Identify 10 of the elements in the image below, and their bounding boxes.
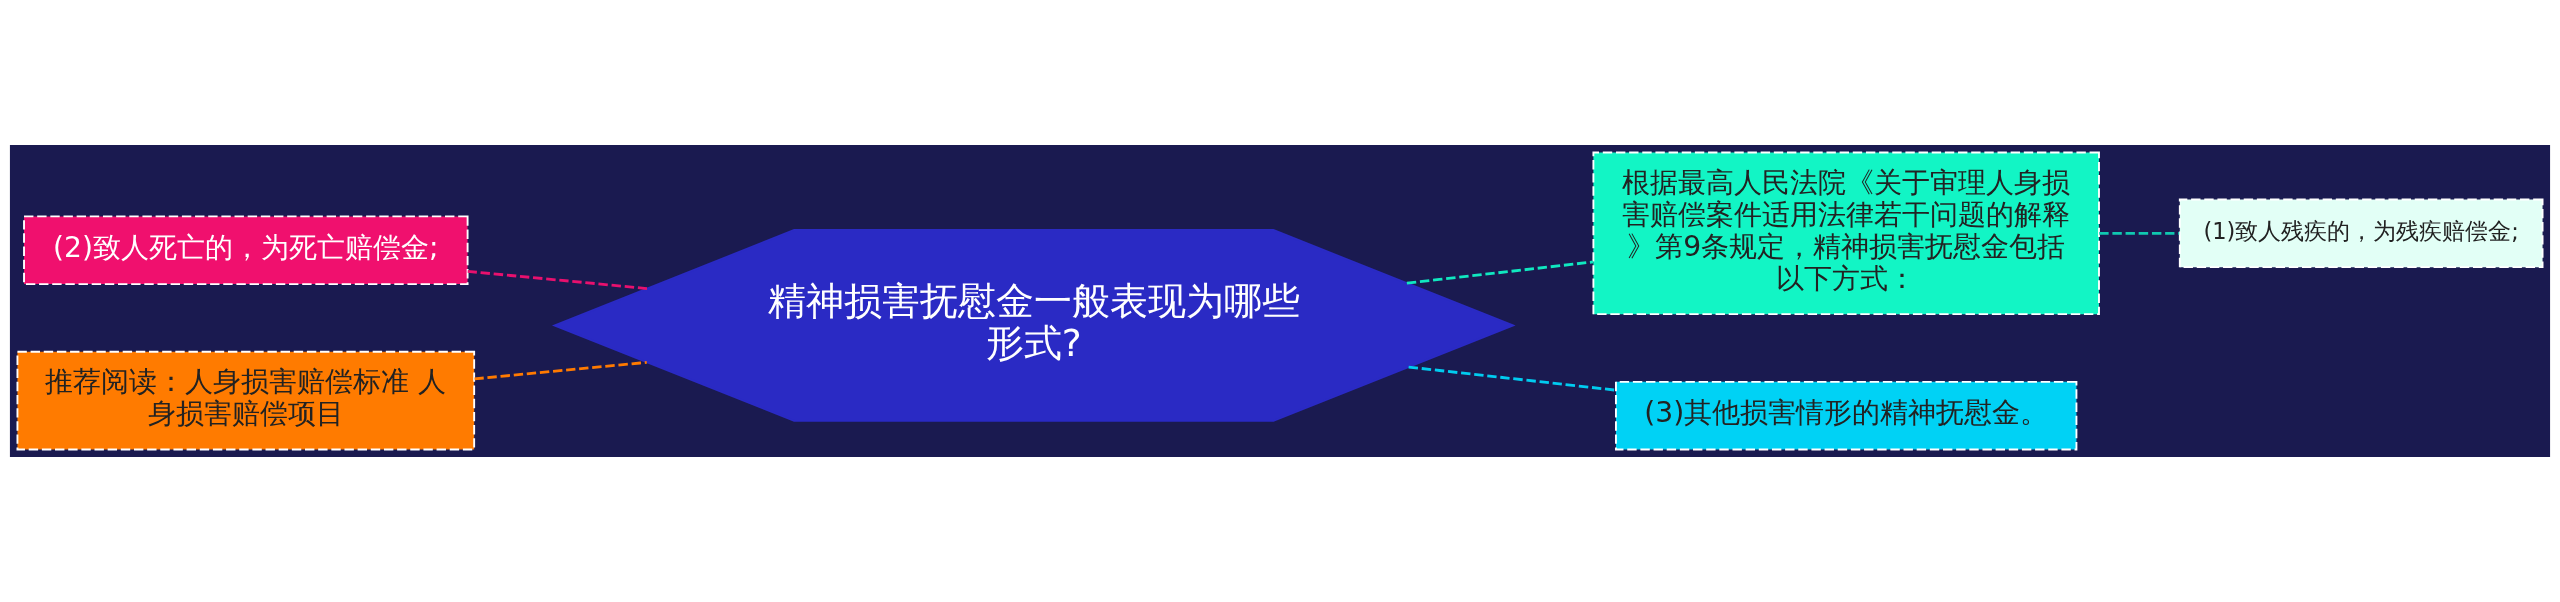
node-box: 根据最高人民法院《关于审理人身损害赔偿案件适用法律若干问题的解释》第9条规定，精神损害抚慰金包括以下方式： bbox=[1592, 151, 2100, 316]
connector bbox=[1406, 260, 1594, 285]
node-box: (1)致人残疾的，为残疾赔偿金; bbox=[2178, 198, 2544, 269]
connector bbox=[2099, 231, 2180, 235]
node-box: (3)其他损害情形的精神抚慰金。 bbox=[1615, 380, 2078, 451]
connector bbox=[1408, 365, 1616, 392]
node-box: (2)致人死亡的，为死亡赔偿金; bbox=[23, 215, 469, 285]
node-box: 推荐阅读：人身损害赔偿标准 人身损害赔偿项目 bbox=[16, 350, 476, 451]
connector bbox=[474, 360, 647, 381]
connector bbox=[467, 269, 648, 290]
